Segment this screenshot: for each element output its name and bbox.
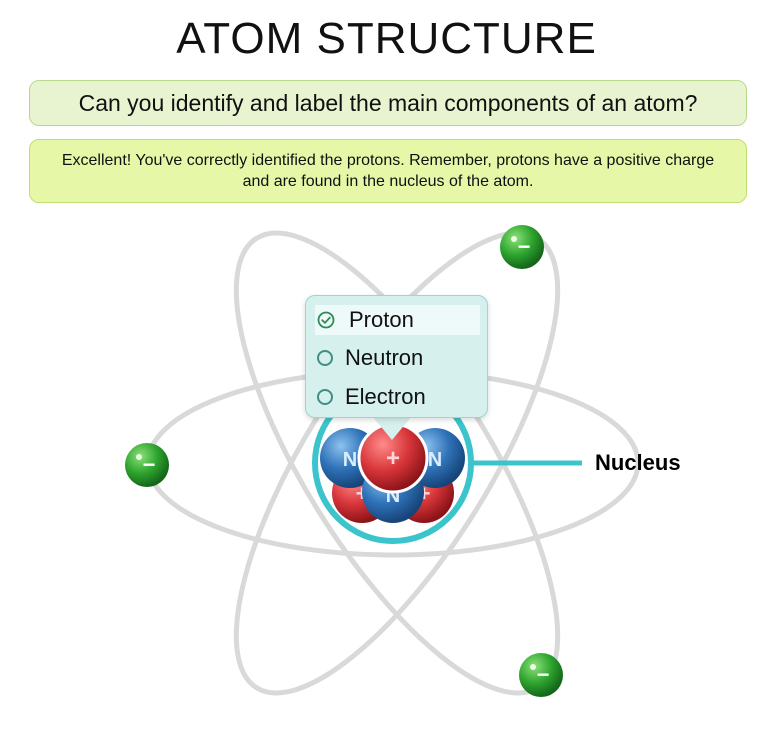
radio-icon bbox=[317, 389, 333, 405]
option-label: Neutron bbox=[345, 345, 424, 370]
question-text: Can you identify and label the main comp… bbox=[78, 89, 698, 116]
radio-icon bbox=[317, 350, 333, 366]
label-choice-popup: Proton Neutron Electron bbox=[305, 295, 488, 418]
electrons: − − − bbox=[125, 225, 563, 697]
electron-symbol: − bbox=[143, 452, 156, 477]
option-proton[interactable]: Proton bbox=[315, 305, 480, 335]
option-label: Proton bbox=[349, 307, 414, 332]
option-label: Electron bbox=[345, 384, 426, 409]
electron[interactable]: − bbox=[125, 443, 169, 487]
popup-pointer bbox=[372, 416, 412, 440]
nucleus: + + N N N + bbox=[320, 422, 465, 523]
question-prompt: Can you identify and label the main comp… bbox=[29, 80, 747, 126]
feedback-text: Excellent! You've correctly identified t… bbox=[61, 152, 715, 190]
electron[interactable]: − bbox=[500, 225, 544, 269]
nucleus-label: Nucleus bbox=[595, 450, 681, 475]
electron-symbol: − bbox=[518, 234, 531, 259]
neutron-symbol: N bbox=[343, 449, 357, 471]
electron-symbol: − bbox=[537, 662, 550, 687]
check-circle-icon bbox=[317, 311, 335, 329]
option-neutron[interactable]: Neutron bbox=[315, 343, 480, 373]
page-title: ATOM STRUCTURE bbox=[176, 14, 597, 63]
option-electron[interactable]: Electron bbox=[315, 382, 480, 412]
proton-symbol: + bbox=[386, 445, 400, 472]
neutron-symbol: N bbox=[428, 449, 442, 471]
electron[interactable]: − bbox=[519, 653, 563, 697]
feedback-banner: Excellent! You've correctly identified t… bbox=[29, 139, 747, 203]
